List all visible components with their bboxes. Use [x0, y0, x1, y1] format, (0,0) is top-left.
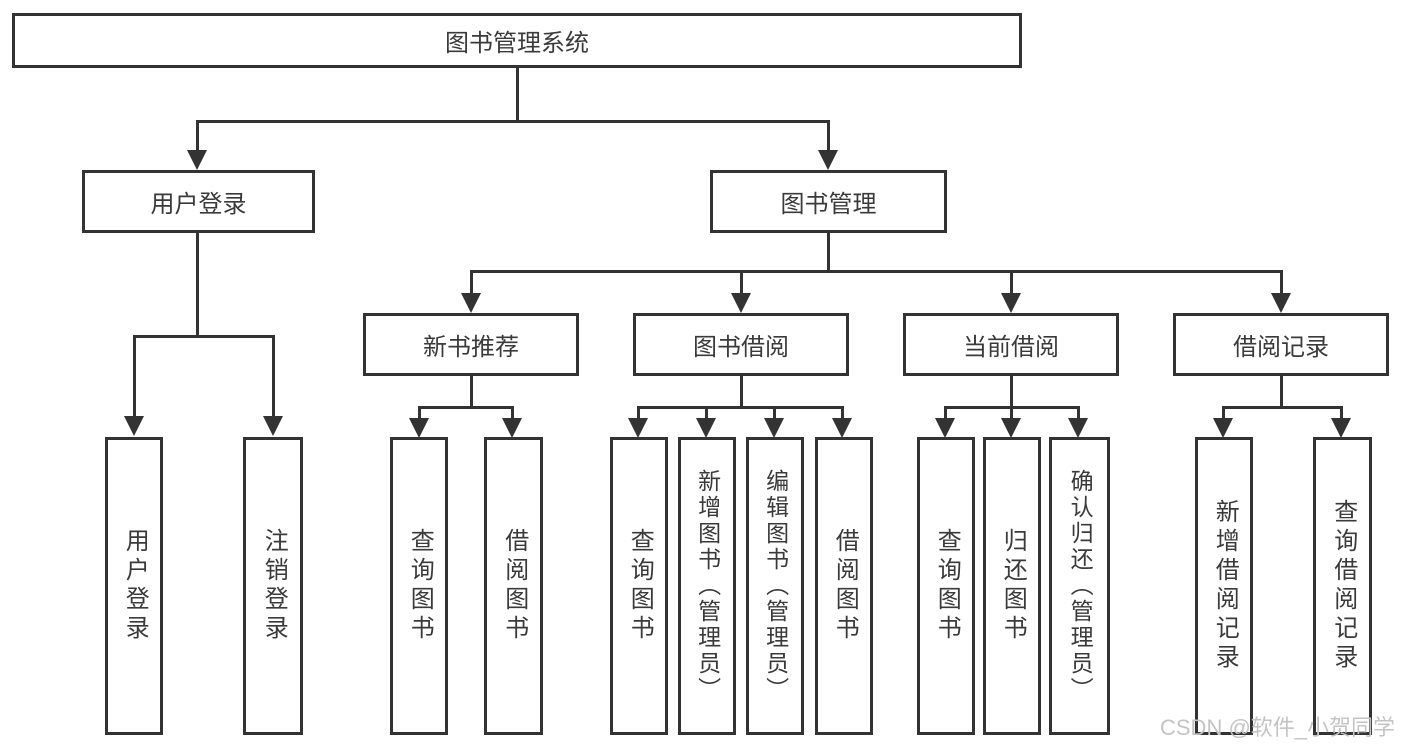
connector-leaf-shaft — [1222, 406, 1225, 420]
leaf-borrow-add-admin-label: 新增图书（管理员） — [694, 469, 721, 703]
node-borrow-records-label: 借阅记录 — [1233, 334, 1329, 361]
connector-borrow-bar — [637, 406, 844, 409]
node-book-borrow-label: 图书借阅 — [693, 334, 789, 361]
node-user-login-label: 用户登录 — [150, 191, 247, 218]
node-root-system: 图书管理系统 — [12, 13, 1022, 68]
connector-leaf-shaft — [511, 406, 514, 420]
arrowhead-icon — [731, 293, 751, 313]
node-user-login: 用户登录 — [82, 170, 315, 233]
leaf-add-borrow-record-label: 新增借阅记录 — [1211, 499, 1239, 673]
arrowhead-icon — [628, 418, 648, 438]
node-borrow-records: 借阅记录 — [1173, 313, 1389, 376]
connector-current-stub — [1010, 376, 1013, 409]
connector-leaf-shaft — [705, 406, 708, 420]
arrowhead-icon — [1068, 418, 1088, 438]
node-book-management-label: 图书管理 — [780, 191, 877, 218]
leaf-logout-label: 注销登录 — [260, 528, 288, 644]
csdn-watermark: CSDN @软件_小贺同学 — [1160, 715, 1396, 740]
leaf-user-login: 用户登录 — [105, 437, 163, 735]
connector-borrow-stub — [740, 376, 743, 409]
connector-newbook-stub — [470, 376, 473, 409]
connector-login-leaf1-shaft — [133, 335, 136, 418]
connector-l3-shaft — [740, 270, 743, 295]
connector-leaf-shaft — [773, 406, 776, 420]
leaf-borrow-book-label: 借阅图书 — [831, 528, 859, 644]
connector-root-stub — [516, 68, 519, 123]
arrowhead-icon — [1001, 418, 1021, 438]
arrowhead-icon — [502, 418, 522, 438]
connector-leaf-shaft — [944, 406, 947, 420]
leaf-user-login-label: 用户登录 — [121, 528, 149, 644]
leaf-current-query-label: 查询图书 — [933, 528, 961, 644]
leaf-borrow-query-label: 查询图书 — [626, 528, 654, 644]
connector-records-bar — [1222, 406, 1343, 409]
leaf-confirm-return-admin: 确认归还（管理员） — [1049, 437, 1110, 735]
connector-mgmt-shaft — [827, 120, 830, 152]
leaf-newbook-query-label: 查询图书 — [406, 528, 434, 644]
leaf-newbook-query: 查询图书 — [390, 437, 448, 735]
connector-login-leaf2-shaft — [272, 335, 275, 418]
leaf-borrow-edit-admin-label: 编辑图书（管理员） — [762, 469, 789, 703]
arrowhead-icon — [263, 416, 283, 436]
connector-leaf-shaft — [637, 406, 640, 420]
arrowhead-icon — [764, 418, 784, 438]
arrowhead-icon — [1331, 418, 1351, 438]
leaf-logout: 注销登录 — [243, 437, 303, 735]
connector-login-shaft — [196, 120, 199, 152]
connector-l3-shaft — [470, 270, 473, 295]
arrowhead-icon — [1213, 418, 1233, 438]
arrowhead-icon — [696, 418, 716, 438]
connector-leaf-shaft — [418, 406, 421, 420]
arrowhead-icon — [935, 418, 955, 438]
arrowhead-icon — [124, 416, 144, 436]
arrowhead-icon — [187, 150, 207, 170]
node-book-borrow: 图书借阅 — [633, 313, 849, 376]
leaf-newbook-borrow: 借阅图书 — [484, 437, 543, 735]
leaf-return-book: 归还图书 — [983, 437, 1041, 735]
connector-leaf-shaft — [1077, 406, 1080, 420]
connector-records-stub — [1280, 376, 1283, 409]
leaf-newbook-borrow-label: 借阅图书 — [500, 528, 528, 644]
leaf-query-borrow-record-label: 查询借阅记录 — [1329, 499, 1357, 673]
node-new-book-recommend-label: 新书推荐 — [423, 334, 519, 361]
arrowhead-icon — [1001, 293, 1021, 313]
connector-root-bar — [196, 120, 830, 123]
leaf-borrow-add-admin: 新增图书（管理员） — [678, 437, 736, 735]
connector-leaf-shaft — [841, 406, 844, 420]
arrowhead-icon — [409, 418, 429, 438]
leaf-borrow-book: 借阅图书 — [815, 437, 873, 735]
node-new-book-recommend: 新书推荐 — [363, 313, 579, 376]
arrowhead-icon — [818, 150, 838, 170]
leaf-confirm-return-admin-label: 确认归还（管理员） — [1067, 469, 1094, 703]
leaf-return-book-label: 归还图书 — [999, 528, 1027, 644]
connector-leaf-shaft — [1010, 406, 1013, 420]
leaf-borrow-edit-admin: 编辑图书（管理员） — [746, 437, 804, 735]
leaf-add-borrow-record: 新增借阅记录 — [1195, 437, 1253, 735]
connector-login-bar — [133, 335, 275, 338]
node-current-borrow-label: 当前借阅 — [963, 334, 1059, 361]
connector-leaf-shaft — [1340, 406, 1343, 420]
arrowhead-icon — [832, 418, 852, 438]
connector-newbook-bar — [418, 406, 514, 409]
node-book-management: 图书管理 — [710, 170, 947, 233]
connector-login-stub — [196, 233, 199, 338]
leaf-query-borrow-record: 查询借阅记录 — [1313, 437, 1372, 735]
connector-mgmt-bar — [470, 270, 1282, 273]
connector-mgmt-stub — [827, 233, 830, 273]
node-root-system-label: 图书管理系统 — [445, 30, 589, 57]
arrowhead-icon — [461, 293, 481, 313]
connector-l3-shaft — [1280, 270, 1283, 295]
leaf-current-query: 查询图书 — [917, 437, 975, 735]
leaf-borrow-query: 查询图书 — [610, 437, 668, 735]
connector-l3-shaft — [1010, 270, 1013, 295]
arrowhead-icon — [1271, 293, 1291, 313]
node-current-borrow: 当前借阅 — [903, 313, 1119, 376]
